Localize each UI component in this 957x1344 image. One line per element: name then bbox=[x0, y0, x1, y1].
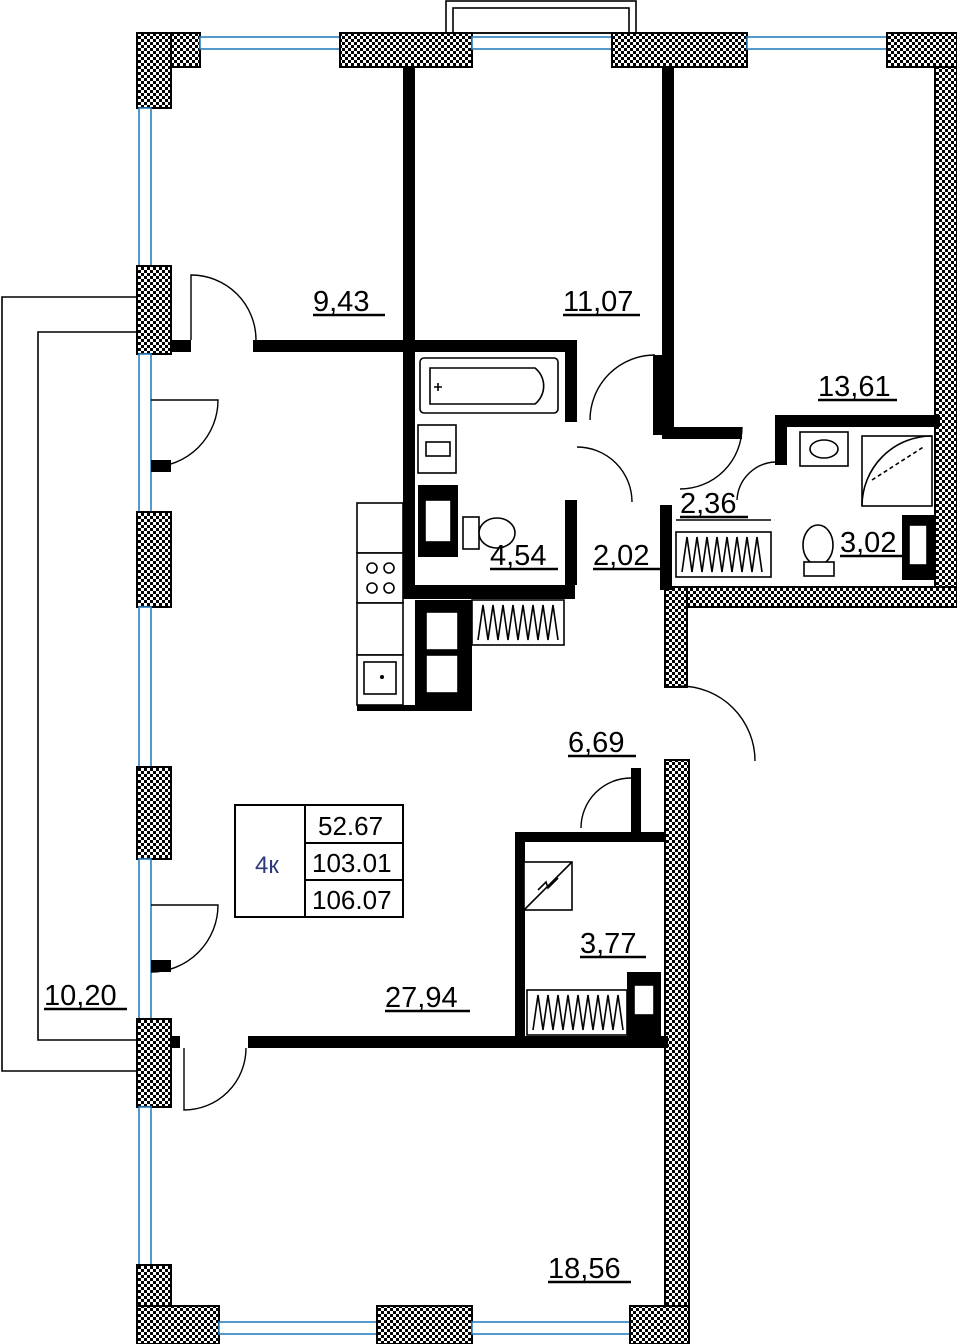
living-area: 52.67 bbox=[318, 811, 383, 841]
toilet-2 bbox=[802, 524, 835, 577]
svg-text:2,36: 2,36 bbox=[680, 488, 736, 520]
svg-text:18,56: 18,56 bbox=[548, 1253, 621, 1285]
wardrobe-3 bbox=[526, 989, 628, 1036]
toilet-1 bbox=[462, 516, 516, 550]
room-label-kitchen-living: 27,94 bbox=[385, 982, 470, 1014]
svg-text:3,77: 3,77 bbox=[580, 928, 636, 960]
electric-panel bbox=[523, 861, 573, 911]
total-area: 103.01 bbox=[312, 848, 392, 878]
svg-text:9,43: 9,43 bbox=[313, 286, 369, 318]
room-label-bedroom-3: 13,61 bbox=[818, 371, 897, 403]
exterior-wall-left bbox=[136, 32, 172, 1344]
svg-text:27,94: 27,94 bbox=[385, 982, 458, 1014]
bay-window bbox=[445, 0, 637, 34]
room-label-hall: 6,69 bbox=[568, 727, 636, 759]
svg-text:13,61: 13,61 bbox=[818, 371, 891, 403]
room-label-storage: 3,77 bbox=[580, 928, 646, 960]
svg-text:4,54: 4,54 bbox=[490, 540, 546, 572]
room-label-balcony: 10,20 bbox=[44, 980, 127, 1012]
storage-cabinet bbox=[627, 972, 661, 1037]
wardrobe-1 bbox=[471, 599, 565, 646]
sink bbox=[417, 424, 457, 474]
kitchen-unit bbox=[356, 502, 472, 711]
total-area-with-balcony: 106.07 bbox=[312, 885, 392, 915]
exterior-wall-right bbox=[664, 66, 957, 1344]
room-label-wc: 3,02 bbox=[840, 527, 905, 559]
wardrobe-2 bbox=[675, 519, 772, 578]
room-label-corridor-2: 2,36 bbox=[680, 488, 748, 520]
svg-text:11,07: 11,07 bbox=[563, 286, 633, 318]
wc-cabinet bbox=[902, 515, 935, 580]
bathtub bbox=[419, 357, 559, 414]
svg-text:10,20: 10,20 bbox=[44, 980, 117, 1012]
exterior-wall-bottom bbox=[136, 1305, 690, 1344]
doors bbox=[150, 274, 776, 1111]
interior-walls bbox=[151, 67, 940, 1048]
room-label-bedroom-1: 9,43 bbox=[313, 286, 385, 318]
svg-text:6,69: 6,69 bbox=[568, 727, 624, 759]
room-label-bedroom-2: 11,07 bbox=[563, 286, 640, 318]
svg-text:2,02: 2,02 bbox=[593, 540, 649, 572]
area-summary-box: 4к 52.67 103.01 106.07 bbox=[234, 804, 404, 918]
room-label-bathroom: 4,54 bbox=[490, 540, 558, 572]
washing-machine bbox=[418, 485, 458, 557]
room-label-corridor-1: 2,02 bbox=[593, 540, 660, 572]
balcony-outline bbox=[1, 296, 136, 1072]
apartment-type: 4к bbox=[255, 852, 279, 879]
svg-text:3,02: 3,02 bbox=[840, 527, 896, 559]
exterior-wall-top bbox=[136, 32, 957, 68]
fridge bbox=[415, 600, 472, 705]
room-label-bedroom-4: 18,56 bbox=[548, 1253, 631, 1285]
shower bbox=[861, 435, 933, 507]
wc-sink bbox=[799, 431, 849, 467]
